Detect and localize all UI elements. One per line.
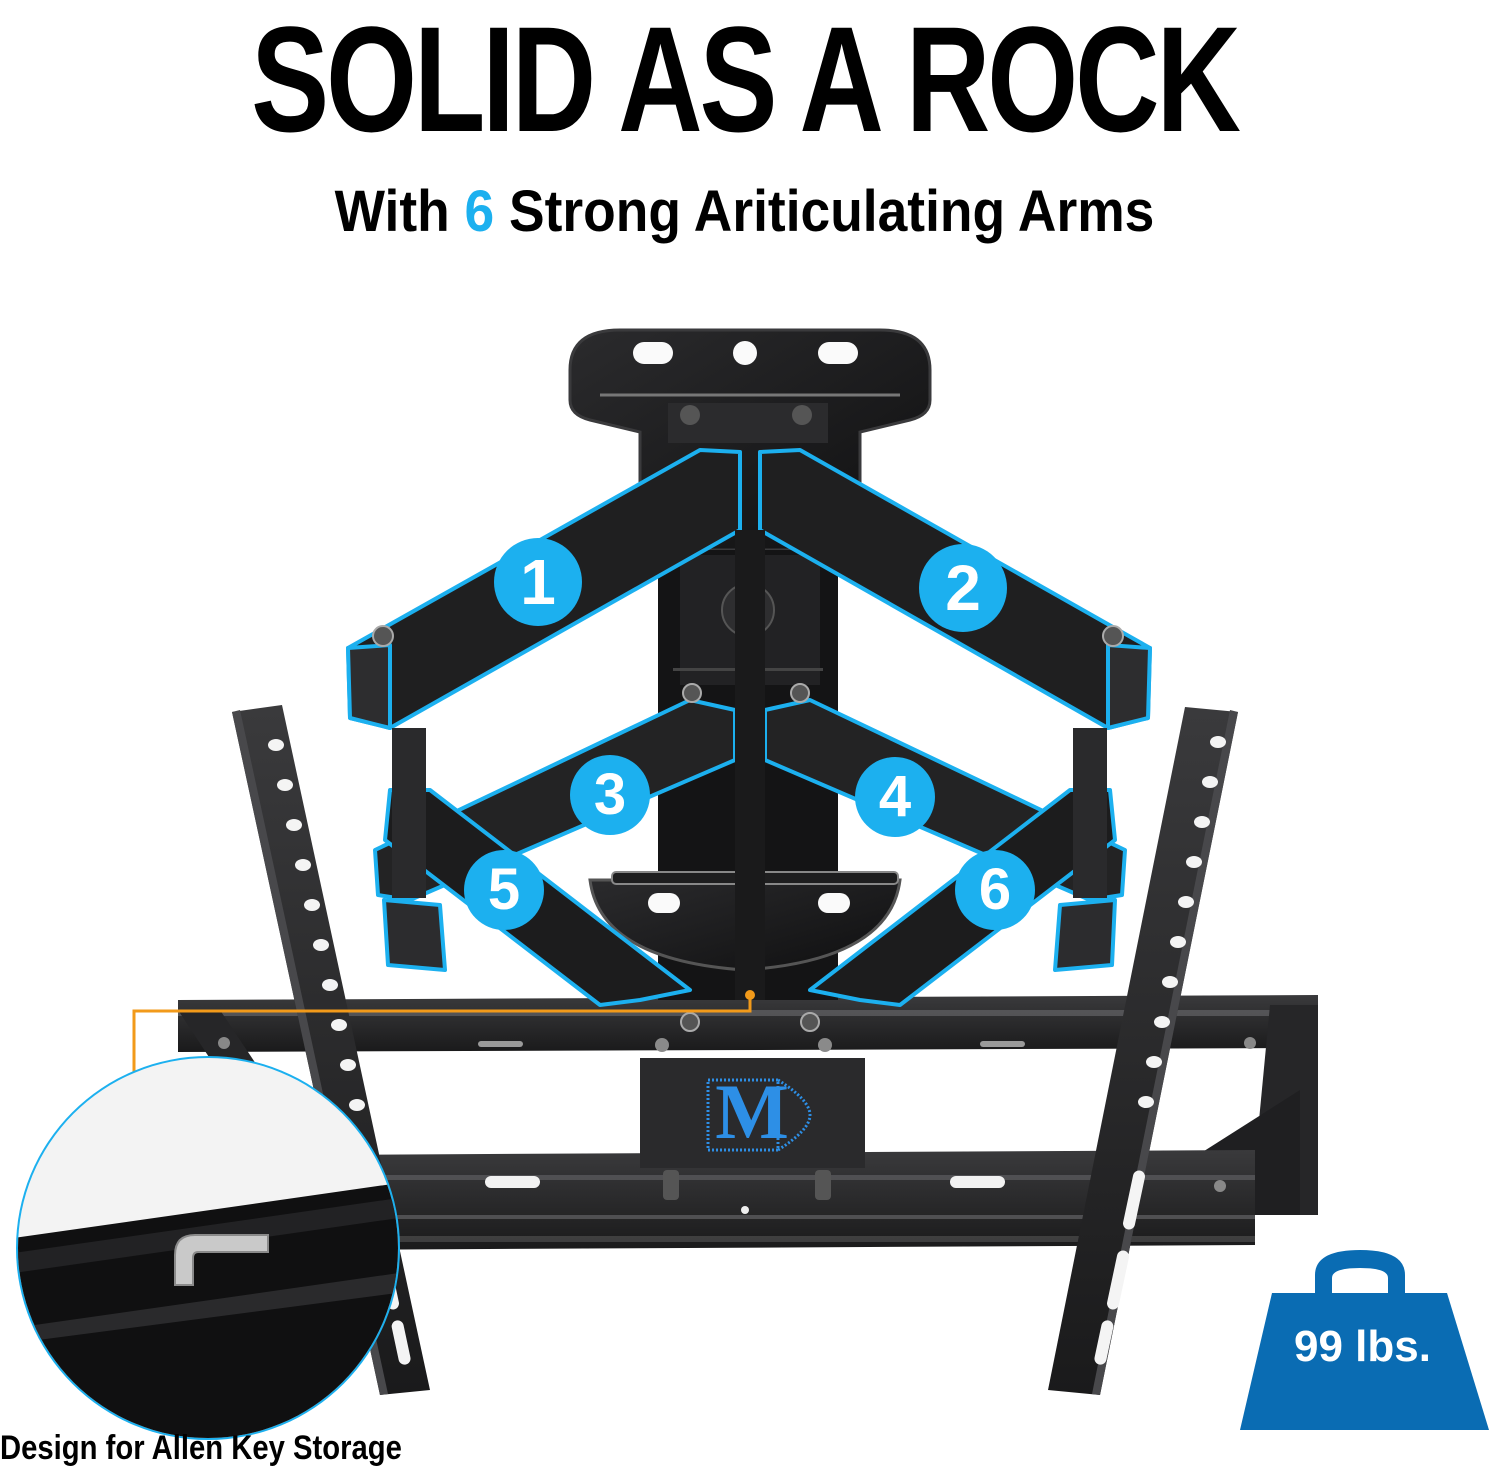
screws: [372, 625, 1124, 1032]
subtitle-suffix: Strong Ariticulating Arms: [494, 179, 1155, 244]
weight-icon: [1240, 1250, 1489, 1430]
arm-5-label: 5: [487, 857, 521, 922]
arm-2-label: 2: [945, 552, 981, 624]
right-vertical-bracket: [1048, 707, 1238, 1395]
brand-logo: [706, 1078, 812, 1152]
weight-capacity-label: 99 lbs.: [1294, 1322, 1431, 1371]
allen-key-caption: Design for Allen Key Storage: [0, 1429, 402, 1467]
subtitle-number: 6: [464, 179, 495, 244]
subtitle-prefix: With: [334, 179, 465, 244]
tv-bracket-frame: [178, 995, 1318, 1250]
arm-number-badges: [464, 538, 1035, 930]
arm-4-label: 4: [878, 764, 912, 829]
subtitle: With 6 Strong Ariticulating Arms: [60, 180, 1430, 244]
arm-1-label: 1: [520, 546, 556, 618]
center-plate: [640, 1038, 865, 1214]
allen-key-zoom-circle: [16, 1056, 400, 1440]
arm-3-label: 3: [593, 762, 627, 827]
logo-letter: M: [715, 1068, 789, 1155]
callout-line: [132, 990, 755, 1100]
page-title: SOLID AS A ROCK: [251, 0, 1241, 163]
pivot-columns: [392, 530, 1107, 1000]
arm-6-label: 6: [978, 857, 1012, 922]
